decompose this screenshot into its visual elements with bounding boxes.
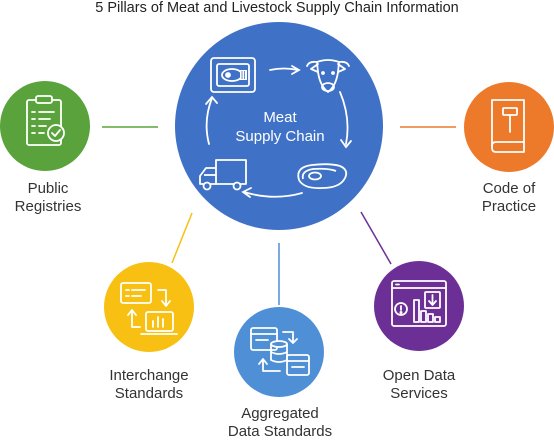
- truck-icon: [199, 159, 247, 191]
- open-data-services-pillar: [374, 261, 464, 351]
- code-of-practice-label-line1: Code of: [482, 180, 536, 197]
- public-registries-label-line2: Registries: [14, 198, 82, 215]
- aggregated-data-standards-label-line2: Data Standards: [227, 423, 333, 440]
- data-exchange-icon: [120, 282, 178, 335]
- aggregated-data-standards-label-line1: Aggregated: [241, 405, 319, 422]
- hub-title-line1: Meat: [263, 109, 297, 126]
- public-registries-label: Public Registries: [0, 180, 96, 216]
- cow-icon: [306, 59, 350, 93]
- open-data-services-label-line2: Services: [390, 385, 448, 402]
- public-registries-pillar: [0, 81, 90, 171]
- steak-icon: [297, 163, 348, 189]
- interchange-standards-label-line1: Interchange: [109, 367, 189, 384]
- public-registries-label-line1: Public: [27, 180, 69, 197]
- interchange-standards-label: Interchange Standards: [92, 367, 206, 403]
- connector-open-data-services: [360, 211, 392, 265]
- hub-title-line2: Supply Chain: [235, 128, 324, 145]
- meat-supply-chain-hub: [175, 22, 383, 230]
- clipboard-check-icon: [26, 95, 65, 146]
- code-of-practice-pillar: [464, 82, 554, 172]
- meat-package-icon: [210, 57, 256, 93]
- cycle-arrows: [205, 65, 352, 198]
- interchange-standards-pillar: [104, 262, 194, 352]
- interchange-standards-label-line2: Standards: [114, 385, 184, 402]
- open-data-services-label-line1: Open Data: [382, 367, 456, 384]
- download-chart-icon: [391, 280, 447, 327]
- aggregated-data-standards-label: Aggregated Data Standards: [210, 405, 350, 441]
- diagram-title: 5 Pillars of Meat and Livestock Supply C…: [95, 0, 459, 16]
- connector-interchange-standards: [171, 212, 193, 264]
- open-data-services-label: Open Data Services: [364, 367, 474, 403]
- code-of-practice-label-line2: Practice: [481, 198, 537, 215]
- aggregated-data-standards-pillar: [234, 307, 324, 397]
- code-of-practice-label: Code of Practice: [464, 180, 554, 216]
- database-exchange-icon: [250, 327, 310, 376]
- gavel-book-icon: [491, 99, 525, 153]
